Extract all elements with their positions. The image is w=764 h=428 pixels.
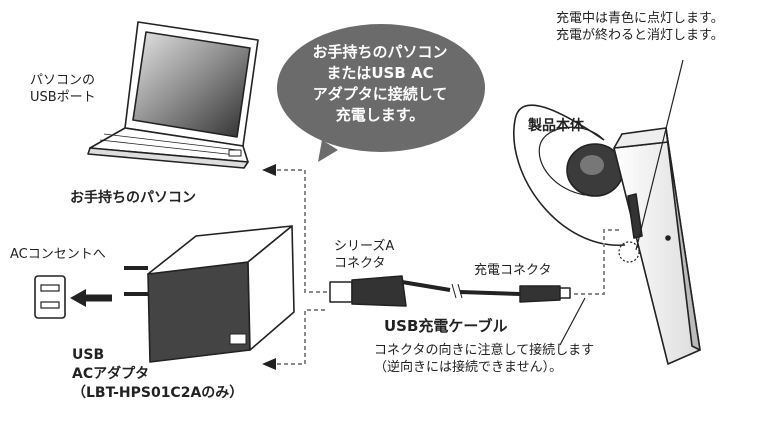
cable-label: USB充電ケーブル <box>384 317 508 335</box>
caution-label: コネクタの向きに注意して接続します（逆向きには接続できません）。 <box>374 343 595 375</box>
ac-adapter-illustration <box>124 225 295 363</box>
outlet-illustration <box>34 275 66 319</box>
pc-label: お手持ちのパソコン <box>70 190 196 206</box>
arrow-head-outlet <box>70 289 86 307</box>
info-bubble <box>277 24 485 162</box>
usb-cable-illustration <box>329 275 571 307</box>
charge-connector-label: 充電コネクタ <box>474 263 552 278</box>
arrow-to-adapter <box>262 358 276 370</box>
caution-leader-line <box>559 297 586 346</box>
dashed-connections <box>270 169 620 365</box>
led-note: 充電中は青色に点灯します。充電が終わると消灯します。 <box>556 11 724 43</box>
arrow-to-pc <box>262 164 276 176</box>
laptop-illustration <box>87 21 259 169</box>
product-label: 製品本体 <box>528 118 584 134</box>
ac-outlet-label: ACコンセントへ <box>10 247 106 262</box>
headset-illustration <box>513 59 701 365</box>
